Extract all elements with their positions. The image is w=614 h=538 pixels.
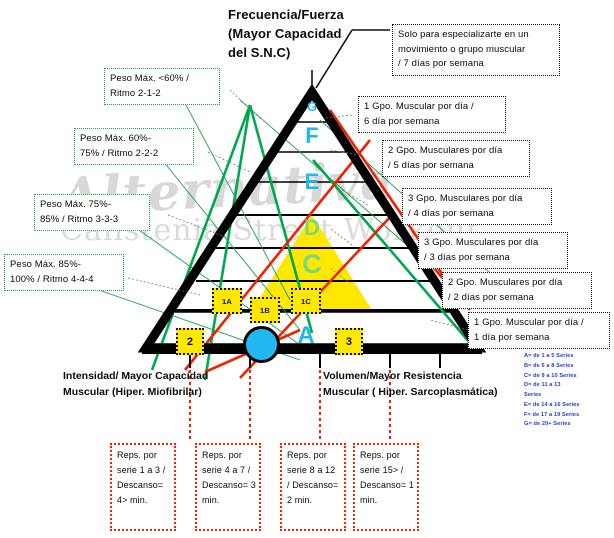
callout-freq-3: 3 Gpo. Musculares por día / 3 días por s… [418,232,568,270]
axis-label-right-line-1: Volumen/Mayor Resistencia [323,370,462,382]
callout-reps-1-line-1: Reps. por [117,450,157,460]
tag-1a[interactable]: 1A [212,288,242,314]
page-title-line-2: (Mayor Capacidad [228,25,342,41]
pyramid-letter-a: A [297,322,315,349]
series-legend: A= de 1 a 5 Series B= de 6 a 8 Series C=… [524,352,614,430]
callout-reps-3-line-3: / Descanso= [287,479,339,490]
series-legend-line-4: D= de 11 a 13 [524,382,561,389]
inner-yellow-triangle [252,215,372,310]
callout-peso-1-line-1: Peso Máx. <60% / [110,73,189,84]
callout-specialization: Solo para especializarte en un movimient… [392,24,560,77]
series-legend-line-8: G= de 20+ Series [524,421,571,428]
tag-1c[interactable]: 1C [291,288,321,314]
page-title: Frecuencia/Fuerza (Mayor Capacidad del S… [228,6,408,63]
callout-peso-3: Peso Máx. 75%- 85% / Ritmo 3-3-3 [34,194,150,232]
callout-specialization-line-2: movimiento o grupo muscular [398,43,526,55]
callout-freq-6-line-2: 6 día por semana [364,115,440,127]
axis-label-left-line-1: Intensidad/ Mayor Capacidad [63,370,209,382]
callout-reps-3-line-4: 2 min. [287,494,313,505]
callout-peso-3-line-1: Peso Máx. 75%- [40,199,112,210]
callout-peso-2: Peso Máx. 60%- 75% / Ritmo 2-2-2 [74,128,194,166]
callout-peso-4-line-2: 100% / Ritmo 4-4-4 [10,273,94,285]
callout-peso-1-line-2: Ritmo 2-1-2 [110,87,161,99]
callout-freq-1: 1 Gpo. Muscular por día / 1 día por sema… [468,312,610,350]
tag-2[interactable]: 2 [176,328,204,355]
callout-freq-1-line-2: 1 día por semana [474,331,550,343]
series-legend-line-2: B= de 6 a 8 Series [524,362,574,369]
tag-1b[interactable]: 1B [250,297,280,323]
pyramid-letter-d: D [304,215,320,240]
callout-freq-5-line-1: 2 Gpo. Musculares por día [388,145,503,156]
series-legend-line-5: Series [524,392,542,399]
series-legend-line-1: A= de 1 a 5 Series [524,353,574,359]
callout-freq-5-line-2: / 5 días por semana [388,159,474,171]
callout-freq-6: 1 Gpo. Muscular por día / 6 día por sema… [358,96,506,134]
callout-reps-1-line-2: serie 1 a 3 / [117,464,166,475]
page-title-line-1: Frecuencia/Fuerza [228,7,344,22]
callout-freq-3-line-1: 3 Gpo. Musculares por día [424,237,539,248]
callout-peso-1: Peso Máx. <60% / Ritmo 2-1-2 [104,68,220,106]
callout-peso-4: Peso Máx. 85%- 100% / Ritmo 4-4-4 [4,254,124,292]
callout-reps-2-line-2: serie 4 a 7 / [202,464,251,475]
callout-reps-4: Reps. por serie 15> / Descanso= 1 min. [353,443,419,531]
callout-freq-2-line-1: 2 Gpo. Musculares por día [448,277,563,288]
callout-reps-1-line-4: 4> min. [117,494,148,505]
callout-peso-4-line-1: Peso Máx. 85%- [10,259,82,270]
leader-lines [127,89,469,331]
callout-reps-4-line-1: Reps. por [360,450,400,460]
callout-reps-2: Reps. por serie 4 a 7 / Descanso= 3 min. [195,443,261,531]
callout-specialization-line-3: / 7 días por semana [398,58,484,70]
callout-specialization-line-1: Solo para especializarte en un [398,29,529,40]
callout-peso-3-line-2: 85% / Ritmo 3-3-3 [40,213,119,225]
callout-reps-3-line-2: serie 8 a 12 [287,464,336,475]
callout-freq-4-line-2: / 4 días por semana [408,207,494,219]
callout-freq-2-line-2: / 2 días por semana [448,291,534,303]
axis-label-right: Volumen/Mayor Resistencia Muscular ( Hip… [323,369,553,401]
callout-reps-3-line-1: Reps. por [287,450,327,460]
pyramid-letter-e: E [304,169,320,194]
callout-freq-4-line-1: 3 Gpo. Musculares por día [408,193,523,204]
callout-peso-2-line-1: Peso Máx. 60%- [80,133,152,144]
callout-reps-2-line-4: min. [202,494,220,505]
series-legend-line-3: C= de 9 a 10 Series [524,372,577,379]
callout-freq-1-line-1: 1 Gpo. Muscular por día / [474,317,584,328]
callout-reps-1: Reps. por serie 1 a 3 / Descanso= 4> min… [110,443,176,531]
bottom-axis-ticks [189,352,441,368]
callout-freq-4: 3 Gpo. Musculares por día / 4 días por s… [402,188,552,226]
callout-freq-3-line-2: / 3 días por semana [424,251,510,263]
callout-peso-2-line-2: 75% / Ritmo 2-2-2 [80,147,159,159]
callout-reps-4-line-2: serie 15> / [360,464,404,475]
callout-freq-2: 2 Gpo. Musculares por día / 2 días por s… [442,272,592,310]
callout-reps-3: Reps. por serie 8 a 12 / Descanso= 2 min… [280,443,346,531]
series-legend-line-7: F= de 17 a 19 Series [524,411,580,418]
axis-label-right-line-2: Muscular ( Hiper. Sarcoplasmática) [323,385,498,398]
tag-3[interactable]: 3 [335,328,363,355]
axis-label-left-line-2: Muscular (Hiper. Miofibrilar) [63,385,202,398]
callout-reps-2-line-1: Reps. por [202,450,242,460]
callout-reps-4-line-3: Descanso= 1 [360,479,414,490]
pyramid-letter-c: C [302,249,322,279]
callout-reps-2-line-3: Descanso= 3 [202,479,256,490]
axis-label-left: Intensidad/ Mayor Capacidad Muscular (Hi… [63,369,293,401]
callout-freq-6-line-1: 1 Gpo. Muscular por día / [364,101,474,112]
page-title-line-3: del S.N.C) [228,44,291,60]
top-bracket [311,29,390,92]
callout-reps-4-line-4: min. [360,494,378,505]
pyramid-letter-g: G [306,99,318,114]
blue-circle-marker[interactable] [243,326,280,363]
pyramid-letter-f: F [305,123,319,148]
callout-freq-5: 2 Gpo. Musculares por día / 5 días por s… [382,140,530,178]
series-legend-line-6: E= de 14 a 16 Series [524,401,580,408]
callout-reps-1-line-3: Descanso= [117,479,164,490]
